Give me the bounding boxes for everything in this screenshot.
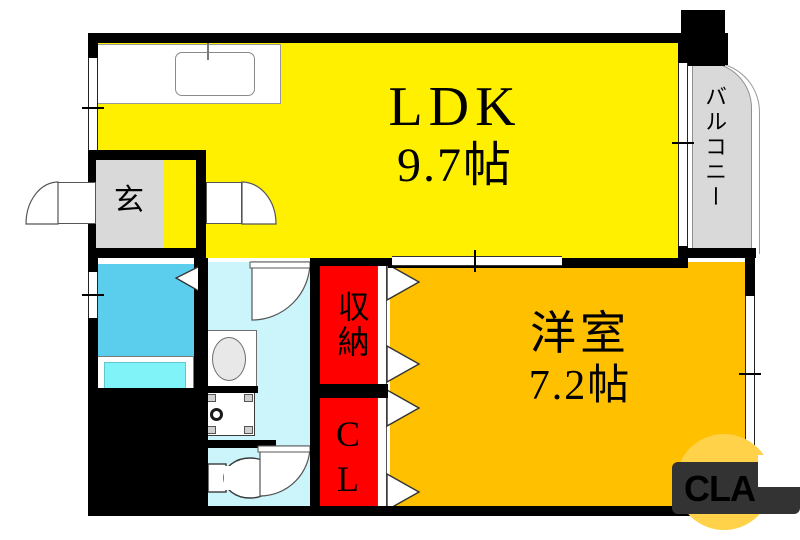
ldk-bedroom-sliding-door[interactable] <box>392 256 562 266</box>
toilet-door-swing-icon[interactable] <box>257 445 312 502</box>
solid-block-bottom-left <box>88 388 208 514</box>
wall-bottom-left-edge <box>88 506 318 516</box>
wash-basin <box>212 337 246 381</box>
entrance-name: 玄 <box>114 184 144 217</box>
washer-drain-inner <box>213 411 220 418</box>
wall-washroom-toilet-divider <box>208 440 276 448</box>
ldk-size: 9.7帖 <box>396 138 513 192</box>
balcony-door-mullion <box>672 142 694 144</box>
room-label-bedroom: 洋室 7.2帖 <box>500 308 660 410</box>
washer-corner-tr <box>244 394 253 402</box>
bedroom-name: 洋室 <box>530 308 630 359</box>
entrance-door-swing-icon <box>25 181 59 225</box>
balcony-name: バルコニー <box>702 85 728 210</box>
wall-entrance-right <box>196 150 206 258</box>
room-label-ldk: LDK 9.7帖 <box>355 78 555 191</box>
closet-label-storage: 収納 <box>333 290 370 360</box>
folding-door-chevrons <box>386 262 421 512</box>
cl-name-line2: L <box>337 459 359 499</box>
window-bedroom-right-mullion <box>739 373 761 375</box>
closet-cl-door-track <box>377 398 387 514</box>
room-label-entrance: 玄 <box>104 185 154 217</box>
wall-ldk-right-lower <box>678 246 688 268</box>
wall-ldk-right-upper <box>678 33 688 63</box>
wall-bedroom-right <box>745 258 755 298</box>
watermark-mask <box>758 455 800 487</box>
bedroom-size: 7.2帖 <box>528 363 632 410</box>
window-ldk-left-mullion <box>82 107 104 109</box>
faucet-icon <box>207 40 209 60</box>
wall-entrance-bottom <box>88 248 206 258</box>
watermark-text: CLA <box>684 468 756 509</box>
wall-basin-divider <box>198 386 258 393</box>
wall-ldk-top <box>88 33 687 43</box>
closet-label-cl: C L <box>330 412 366 502</box>
kitchen-sink <box>175 52 255 96</box>
ldk-bedroom-door-mullion <box>474 250 476 272</box>
wall-closet-top <box>310 258 390 266</box>
window-bath-left-mullion <box>82 294 104 296</box>
ldk-door-swing-icon <box>241 181 277 225</box>
wall-balcony-top-cap <box>688 33 728 65</box>
washer-corner-tl <box>207 394 216 402</box>
washer-corner-br <box>244 426 253 434</box>
closet-cl[interactable] <box>319 398 377 514</box>
closet-storage-door-track <box>377 264 387 384</box>
wall-balcony-bottom <box>688 248 756 258</box>
ldk-name: LDK <box>388 76 522 138</box>
cl-name-line1: C <box>335 414 360 454</box>
balcony-sliding-door <box>678 63 688 246</box>
wall-closet-divider <box>310 384 388 398</box>
washroom-door-swing-icon[interactable] <box>249 261 312 324</box>
closet-storage[interactable] <box>319 264 377 384</box>
wall-bedroom-bottom <box>310 506 755 516</box>
ldk-door-leaf[interactable] <box>206 182 242 224</box>
room-fill-entrance-hall <box>163 160 196 252</box>
storage-name: 収納 <box>333 290 370 360</box>
washer-corner-bl <box>207 426 216 434</box>
wall-bath-left <box>88 258 98 388</box>
room-label-balcony: バルコニー <box>702 85 728 210</box>
room-fill-entrance-tile <box>95 160 163 252</box>
wall-entrance-top <box>88 150 206 160</box>
entrance-door-leaf[interactable] <box>56 182 96 224</box>
